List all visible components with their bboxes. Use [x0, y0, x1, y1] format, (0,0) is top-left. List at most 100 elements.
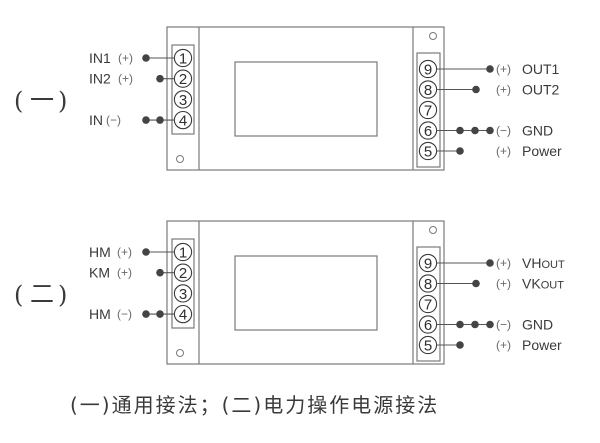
output-label-name: VH	[522, 255, 541, 271]
output-label: VHOUT	[522, 255, 565, 271]
terminal-3	[173, 284, 193, 303]
display-window	[234, 61, 378, 137]
input-label: IN	[89, 112, 103, 128]
connection-dot	[156, 310, 164, 318]
connection-dot	[456, 341, 464, 349]
left-terminal-strip	[171, 44, 195, 135]
terminal-number: 7	[424, 103, 432, 120]
connection-dot	[486, 65, 494, 73]
input-label: IN1	[89, 50, 111, 66]
polarity-sign: (−)	[496, 318, 511, 332]
output-label: GND	[522, 317, 553, 333]
terminal-number: 2	[179, 71, 187, 88]
terminal-number: 1	[179, 51, 187, 68]
output-label-name: GND	[522, 123, 553, 139]
connection-dot	[142, 310, 150, 318]
input-label: IN2	[89, 71, 111, 87]
output-label: Power	[522, 337, 562, 353]
polarity-sign: (+)	[496, 144, 511, 158]
mounting-hole	[176, 349, 184, 357]
mounting-hole	[429, 32, 437, 40]
section-tag-open: (	[14, 281, 23, 309]
output-label-name: OUT2	[522, 82, 560, 98]
left-terminal-strip	[171, 238, 195, 329]
terminal-3	[173, 90, 193, 109]
output-label-suffix: OUT	[541, 259, 565, 271]
connection-dot	[156, 268, 164, 277]
polarity-sign: (+)	[117, 266, 132, 280]
output-label: OUT1	[522, 61, 560, 77]
polarity-sign: (−)	[496, 124, 511, 138]
terminal-number: 4	[179, 113, 187, 130]
terminal-number: 8	[424, 82, 432, 99]
terminal-number: 3	[179, 286, 187, 303]
terminal-number: 5	[424, 144, 432, 161]
polarity-sign: (+)	[496, 338, 511, 352]
output-label-suffix: OUT	[541, 280, 565, 292]
terminal-number: 6	[424, 317, 432, 334]
output-label: OUT2	[522, 82, 560, 98]
terminal-number: 6	[424, 123, 432, 140]
section-tag-open: (	[14, 87, 23, 115]
output-label-name: GND	[522, 317, 553, 333]
polarity-sign: (−)	[117, 307, 132, 321]
connection-dot	[156, 74, 164, 83]
polarity-sign: (+)	[117, 245, 132, 259]
right-terminal-strip	[416, 246, 441, 362]
input-label: KM	[89, 265, 110, 281]
section-tag-close: )	[58, 281, 67, 309]
module-body	[166, 220, 445, 365]
terminal-number: 8	[424, 276, 432, 293]
terminal-number: 2	[179, 265, 187, 282]
terminal-7	[418, 100, 438, 120]
mounting-hole	[176, 155, 184, 163]
connection-dot	[142, 54, 150, 62]
output-label-name: VK	[522, 276, 541, 292]
connection-dot	[486, 320, 494, 329]
terminal-number: 7	[424, 297, 432, 314]
section-tag-mark: 一	[30, 86, 54, 114]
connection-dot	[472, 279, 480, 288]
connection-dot	[472, 85, 480, 94]
connection-dot	[456, 126, 464, 135]
connection-dot	[456, 147, 464, 155]
caption: (一)通用接法；(二)电力操作电源接法	[70, 393, 439, 417]
polarity-sign: (+)	[496, 277, 511, 291]
connection-dot	[486, 126, 494, 135]
module-body	[166, 26, 445, 171]
display-window	[234, 255, 378, 331]
output-label-name: OUT1	[522, 61, 560, 77]
diagram-power-supply-wiring: (二) 1 2 3 4 9 8 7 6 5 HM (+) KM (+) HM (−) (+) VHOUT (+) VK…	[14, 220, 565, 365]
output-label-name: Power	[522, 143, 562, 159]
terminal-number: 5	[424, 338, 432, 355]
output-label: GND	[522, 123, 553, 139]
connection-dot	[142, 248, 150, 256]
section-tag-close: )	[58, 87, 67, 115]
polarity-sign: (+)	[118, 51, 133, 65]
polarity-sign: (+)	[496, 256, 511, 270]
connection-dot	[156, 116, 164, 124]
input-label: HM	[89, 244, 111, 260]
mounting-hole	[429, 226, 437, 234]
terminal-number: 3	[179, 92, 187, 109]
input-label: HM	[89, 306, 111, 322]
output-label: Power	[522, 143, 562, 159]
terminal-number: 1	[179, 245, 187, 262]
diagram-general-wiring: (一)123498765IN1(+)IN2(+)IN(−)(+)OUT1(+)O…	[14, 26, 562, 171]
section-tag-mark: 二	[30, 280, 54, 308]
output-label-name: Power	[522, 337, 562, 353]
output-label: VKOUT	[522, 276, 564, 292]
terminal-number: 4	[179, 307, 187, 324]
polarity-sign: (+)	[496, 83, 511, 97]
terminal-number: 9	[424, 256, 432, 273]
connection-dot	[471, 126, 479, 135]
polarity-sign: (+)	[118, 72, 133, 86]
polarity-sign: (−)	[106, 113, 121, 127]
polarity-sign: (+)	[496, 62, 511, 76]
terminal-7	[418, 294, 438, 314]
connection-dot	[456, 320, 464, 329]
right-terminal-strip	[416, 52, 441, 168]
connection-dot	[142, 116, 150, 124]
terminal-number: 9	[424, 62, 432, 79]
